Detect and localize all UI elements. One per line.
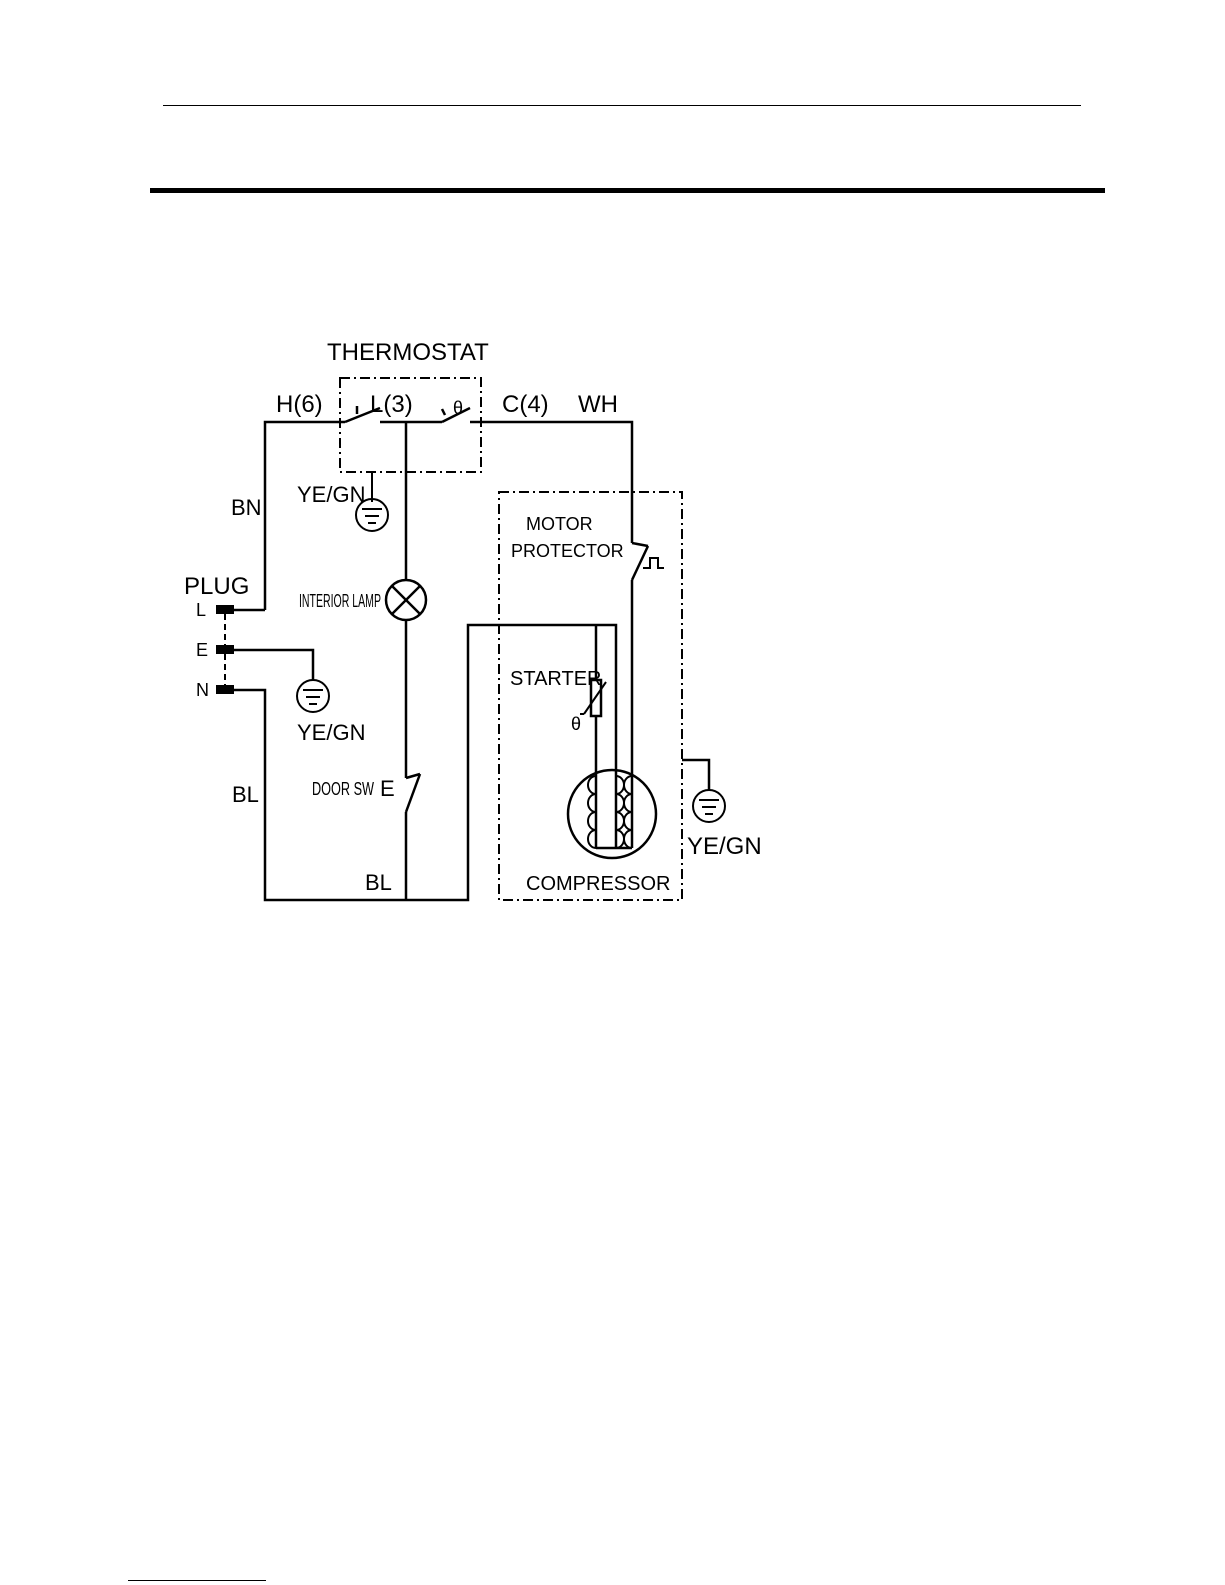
thermostat-c-label: C(4) — [502, 391, 549, 418]
starter-theta: θ — [571, 714, 581, 734]
compressor-ground-symbol — [682, 760, 725, 822]
wire-bl-bottom-label: BL — [365, 870, 392, 895]
plug-l-label: L — [196, 600, 206, 620]
plug-ground-symbol — [297, 680, 329, 712]
compressor-label: COMPRESSOR — [526, 873, 670, 895]
wire-bn-label: BN — [231, 495, 262, 520]
thermostat-switches — [265, 406, 632, 610]
ground-label-compressor: YE/GN — [687, 833, 762, 860]
lamp-branch — [386, 422, 426, 900]
starter-symbol — [580, 625, 606, 848]
plug-title: PLUG — [184, 573, 249, 600]
door-sw-label: DOOR SW — [312, 779, 374, 799]
plug-n-label: N — [196, 680, 209, 700]
motor-protector-symbol — [632, 543, 664, 848]
thermostat-title: THERMOSTAT — [327, 339, 489, 366]
wire-wh-label: WH — [578, 391, 618, 418]
footnote-rule — [128, 1580, 266, 1581]
compressor-symbol — [568, 770, 656, 858]
starter-label: STARTER — [510, 668, 602, 690]
wire-bl-left-label: BL — [232, 782, 259, 807]
thermostat-l-label: L(3) — [370, 391, 413, 418]
door-sw-e-label: E — [380, 776, 395, 801]
plug-connector — [216, 605, 616, 900]
thermostat-h-label: H(6) — [276, 391, 323, 418]
ground-label-thermostat: YE/GN — [297, 482, 365, 507]
thermostat-theta: θ — [453, 398, 463, 418]
ground-label-plug: YE/GN — [297, 720, 365, 745]
interior-lamp-label: INTERIOR LAMP — [299, 591, 381, 611]
motor-protector-label-1: MOTOR — [526, 514, 593, 534]
plug-e-label: E — [196, 640, 208, 660]
motor-protector-label-2: PROTECTOR — [511, 541, 624, 561]
